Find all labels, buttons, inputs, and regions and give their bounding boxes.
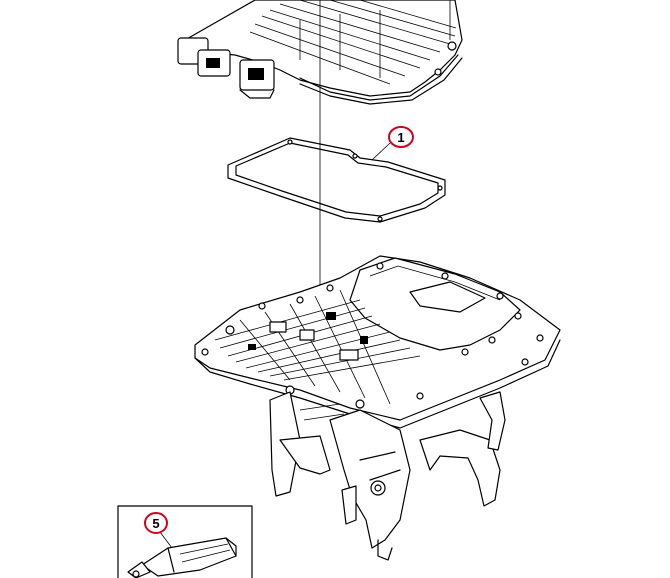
lower-assembly [194, 255, 561, 561]
gasket [227, 137, 446, 223]
upper-cover [177, 0, 463, 105]
callout-1: 1 [371, 126, 414, 161]
callout-5-label: 5 [152, 516, 159, 531]
inset-frame [117, 505, 253, 578]
sealant-inset: 5 [117, 505, 253, 578]
callout-1-label: 1 [397, 130, 404, 145]
